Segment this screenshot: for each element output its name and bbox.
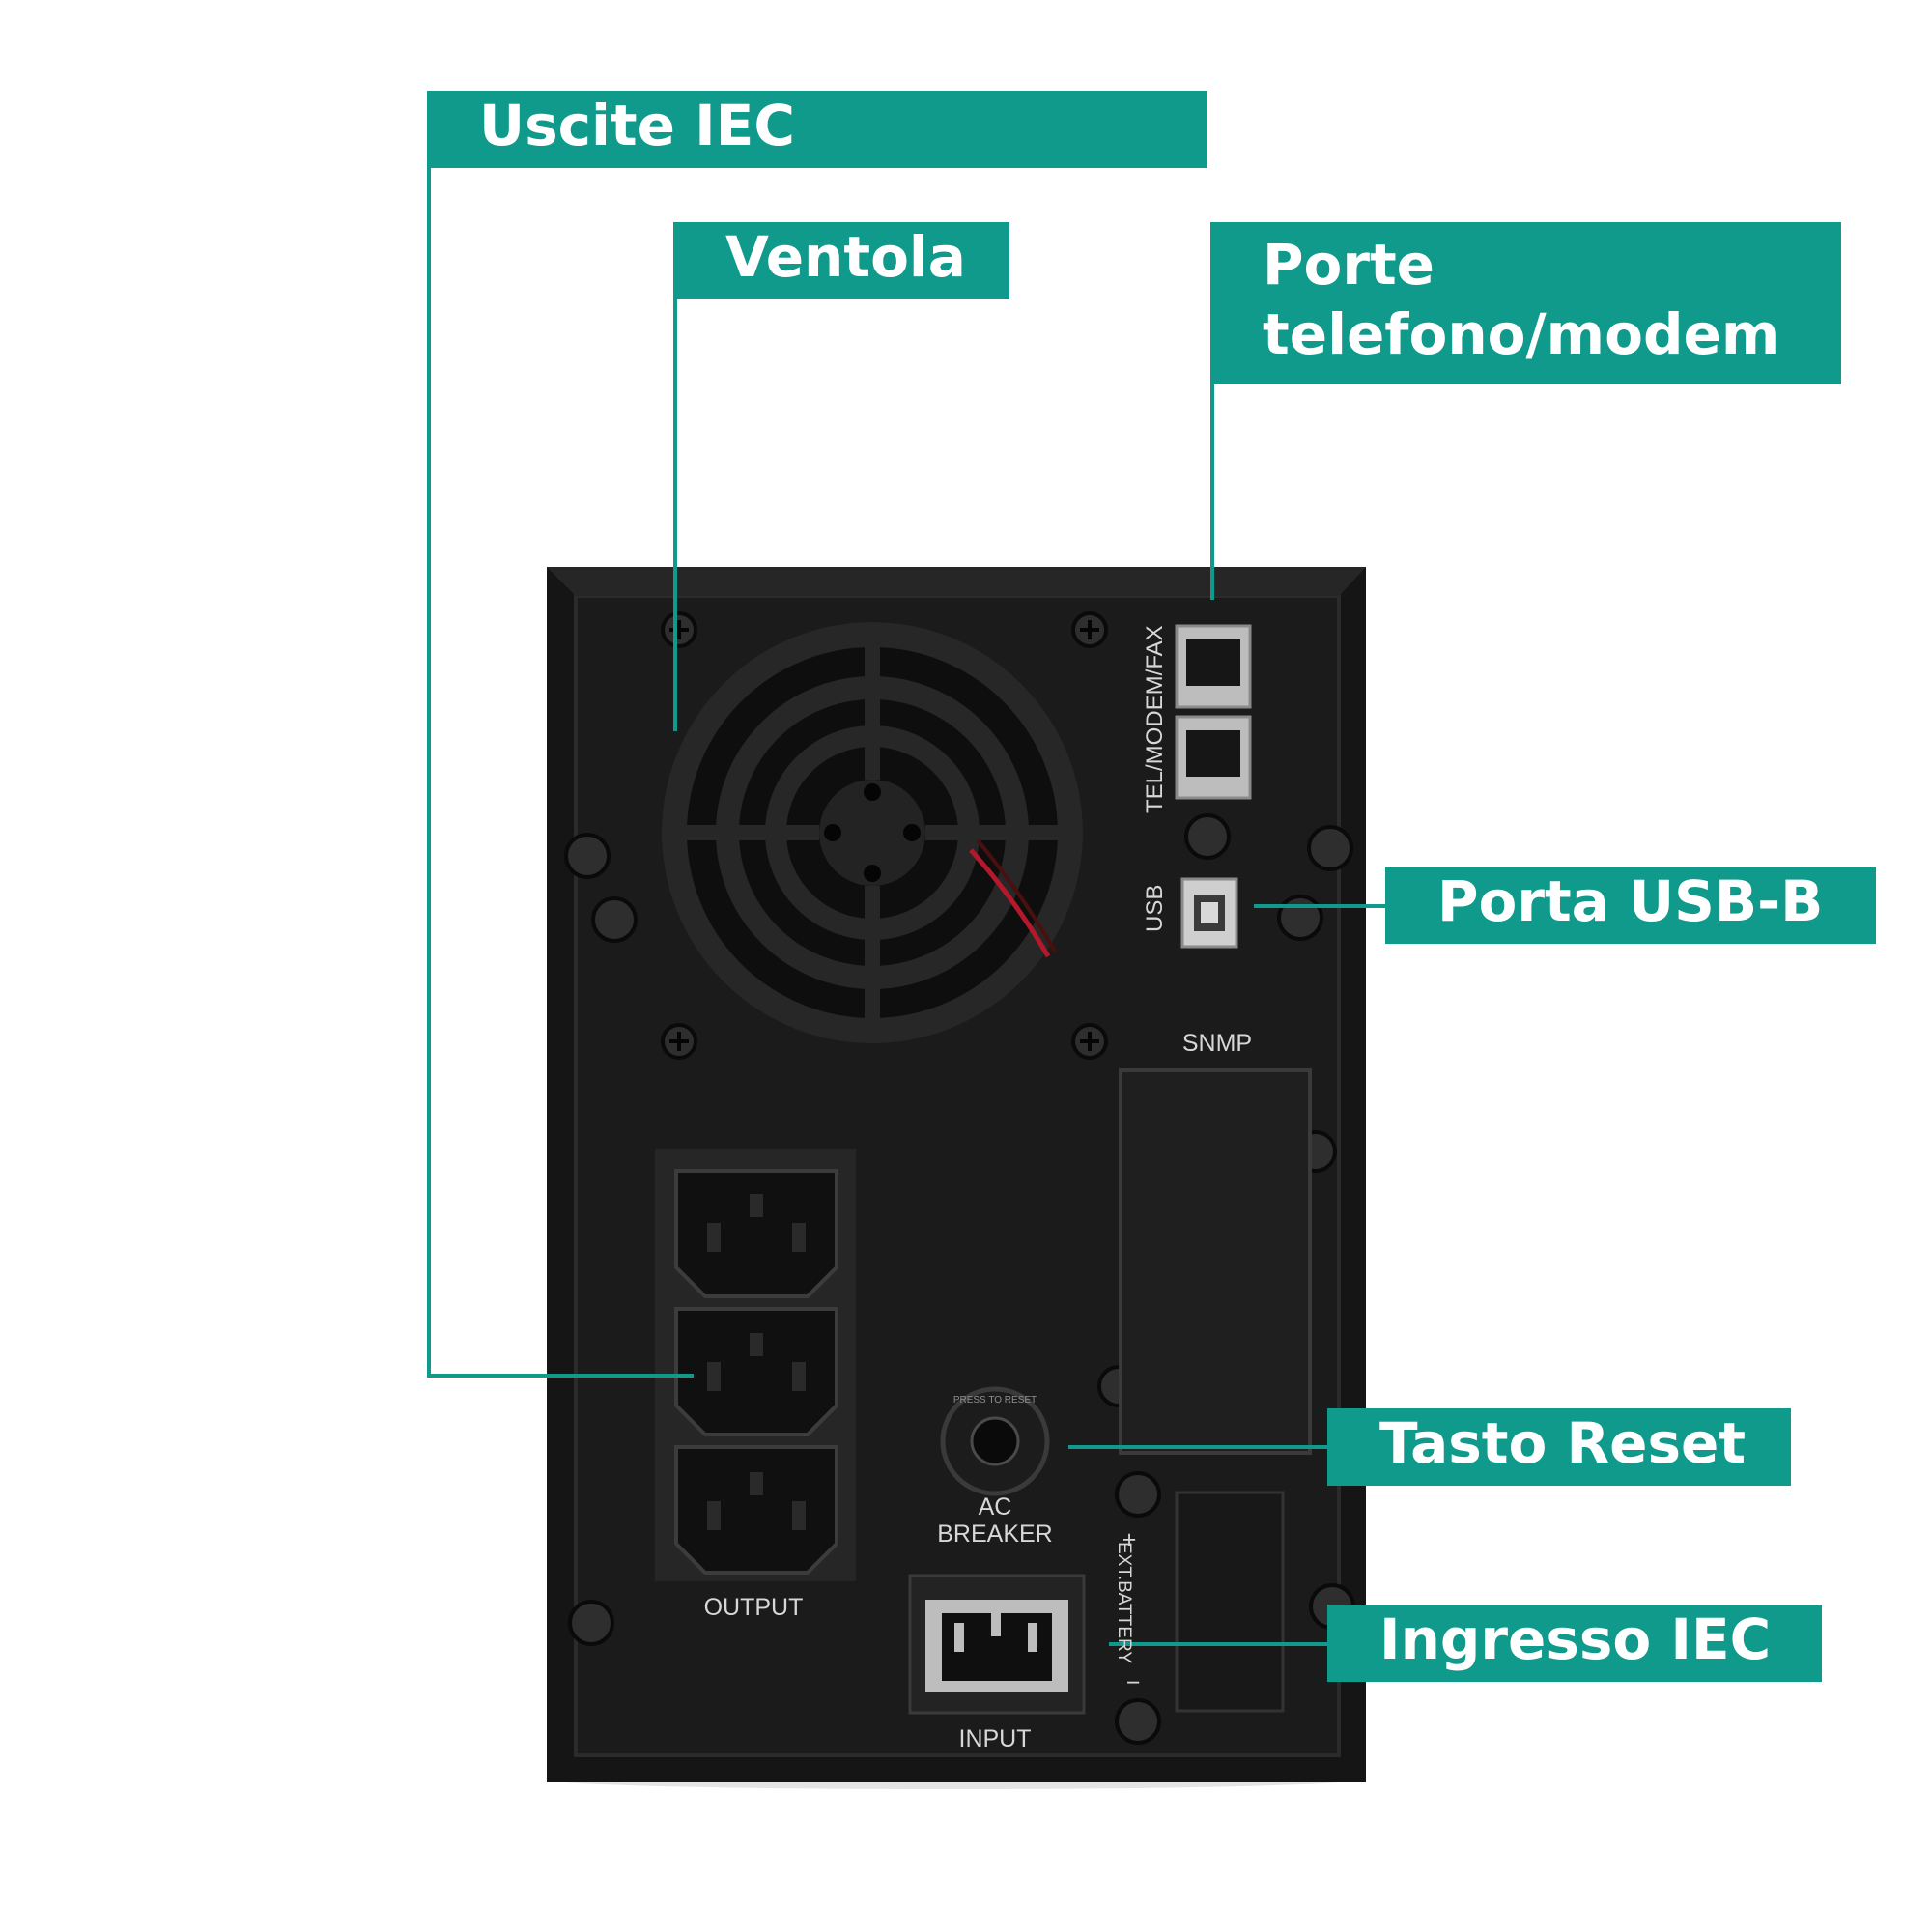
label-porte-telefono: Porte telefono/modem bbox=[1210, 222, 1841, 384]
fan bbox=[662, 622, 1083, 1043]
label-ingresso-iec: Ingresso IEC bbox=[1327, 1605, 1822, 1682]
leader-uscite-vertical bbox=[427, 91, 431, 1378]
leader-ventola bbox=[673, 295, 677, 731]
leader-reset bbox=[1068, 1445, 1331, 1449]
leader-porte bbox=[1210, 384, 1214, 600]
tel-modem-fax-label: TEL/MODEM/FAX bbox=[1142, 625, 1168, 813]
ac-breaker bbox=[940, 1386, 1050, 1496]
label-uscite-iec: Uscite IEC bbox=[427, 91, 1208, 168]
label-porte-line2: telefono/modem bbox=[1263, 301, 1780, 367]
ac-breaker-label-line1: AC bbox=[978, 1493, 1012, 1520]
battery-plus-label: + bbox=[1122, 1526, 1137, 1553]
input-socket bbox=[908, 1574, 1086, 1715]
ac-breaker-label-line2: BREAKER bbox=[937, 1520, 1053, 1548]
snmp-slot bbox=[1119, 1068, 1312, 1713]
battery-minus-label: − bbox=[1125, 1669, 1141, 1696]
usb-label: USB bbox=[1142, 884, 1168, 932]
usb-b-port bbox=[1180, 877, 1238, 949]
rj-ports bbox=[1175, 624, 1252, 800]
screws bbox=[564, 611, 1355, 1745]
label-ventola: Ventola bbox=[673, 222, 1009, 299]
label-tasto-reset: Tasto Reset bbox=[1327, 1408, 1791, 1486]
top-bevel bbox=[547, 567, 1366, 596]
snmp-label: SNMP bbox=[1181, 1030, 1253, 1057]
leader-usb bbox=[1254, 904, 1389, 908]
leader-uscite-horizontal bbox=[427, 1374, 694, 1378]
ext-battery-label: EXT.BATTERY bbox=[1114, 1542, 1134, 1663]
reset-ring-text: PRESS TO RESET bbox=[952, 1395, 1037, 1406]
output-sockets bbox=[655, 1149, 856, 1581]
leader-ingresso bbox=[1109, 1642, 1331, 1646]
label-porta-usb-b: Porta USB-B bbox=[1385, 867, 1876, 944]
label-porte-line1: Porte bbox=[1263, 232, 1435, 298]
input-label: INPUT bbox=[958, 1725, 1032, 1752]
output-label: OUTPUT bbox=[703, 1594, 804, 1621]
